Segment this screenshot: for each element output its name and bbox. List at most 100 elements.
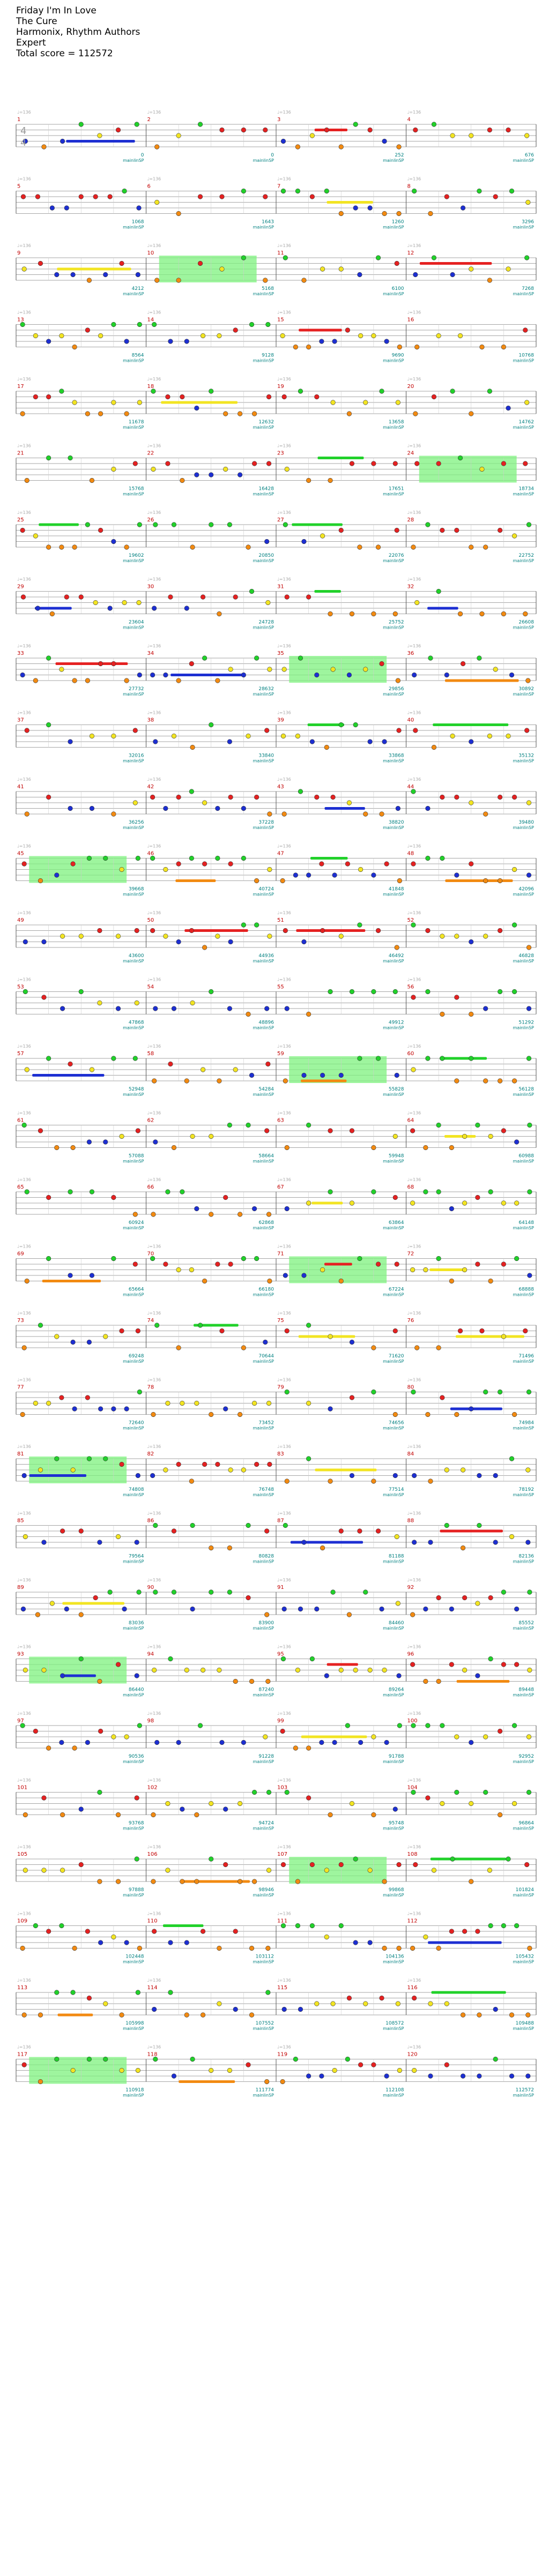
measure-row <box>16 522 537 550</box>
note-gem <box>469 1801 474 1806</box>
measure-row <box>16 1256 537 1284</box>
tempo-marker: ♩=136 <box>147 1845 161 1849</box>
note-gem <box>394 1072 399 1078</box>
tempo-marker: ♩=136 <box>147 644 161 648</box>
note-gem <box>227 1545 232 1551</box>
note-gem <box>284 1206 290 1212</box>
measure-number: 4 <box>407 117 411 123</box>
measure-score: 96864 <box>518 1821 534 1826</box>
note-gem <box>414 344 420 350</box>
sustain-bar <box>456 1680 510 1683</box>
note-gem <box>338 144 344 150</box>
measure-number: 114 <box>147 1985 158 1991</box>
measure-number: 36 <box>407 651 414 656</box>
measure-number: 49 <box>17 917 24 923</box>
sustain-bar <box>194 1324 239 1327</box>
note-gem <box>349 989 355 995</box>
measure-score: 76748 <box>258 1487 274 1492</box>
note-gem <box>319 2073 324 2079</box>
tempo-marker: ♩=136 <box>147 1311 161 1316</box>
sustain-bar <box>427 607 458 610</box>
note-gem <box>78 122 84 127</box>
note-gem <box>228 794 233 800</box>
note-gem <box>38 1323 43 1328</box>
note-gem <box>228 667 233 672</box>
measure-number: 77 <box>17 1385 24 1391</box>
note-gem <box>428 1479 433 1484</box>
measure-number: 80 <box>407 1385 414 1391</box>
sp-label: mainlinSP <box>513 1492 535 1497</box>
note-gem <box>338 527 344 533</box>
note-gem <box>194 1812 199 1818</box>
measure-number: 50 <box>147 917 154 923</box>
note-gem <box>38 260 43 266</box>
tempo-marker: ♩=136 <box>407 1111 421 1116</box>
note-gem <box>124 411 129 416</box>
note-gem <box>428 1540 433 1545</box>
note-gem <box>375 1261 381 1267</box>
note-gem <box>180 394 185 400</box>
note-gem <box>511 867 517 872</box>
sp-label: mainlinSP <box>513 1693 535 1698</box>
measure-number: 24 <box>407 451 414 457</box>
note-gem <box>425 1056 431 1061</box>
sp-label: mainlinSP <box>513 2026 535 2031</box>
note-gem <box>111 1056 116 1061</box>
sp-label: mainlinSP <box>513 158 535 163</box>
note-gem <box>511 989 517 995</box>
note-gem <box>60 1673 65 1678</box>
note-gem <box>301 1540 307 1545</box>
note-gem <box>136 205 142 211</box>
sp-label: mainlinSP <box>253 1159 274 1164</box>
tempo-marker: ♩=136 <box>277 1578 291 1582</box>
tempo-marker: ♩=136 <box>17 243 31 248</box>
note-gem <box>309 1656 315 1662</box>
note-gem <box>219 194 225 199</box>
note-gem <box>397 344 402 350</box>
note-gem <box>413 272 418 278</box>
note-gem <box>72 1945 77 1951</box>
note-gem <box>111 539 116 544</box>
tempo-marker: ♩=136 <box>277 1845 291 1849</box>
note-gem <box>246 1522 251 1528</box>
sp-label: mainlinSP <box>253 1026 274 1031</box>
note-gem <box>501 1662 506 1667</box>
note-gem <box>70 1145 76 1151</box>
note-gem <box>436 333 441 339</box>
note-gem <box>444 194 449 199</box>
note-gem <box>150 855 155 861</box>
note-gem <box>363 1589 368 1595</box>
measure-row <box>16 455 537 483</box>
note-gem <box>46 339 51 344</box>
sp-label: mainlinSP <box>513 425 535 430</box>
note-gem <box>440 1723 445 1728</box>
measure-number: 54 <box>147 984 154 990</box>
sustain-bar <box>296 929 366 932</box>
note-gem <box>135 2067 140 2073</box>
note-gem <box>68 739 73 744</box>
note-gem <box>394 527 399 533</box>
song-title: Friday I'm In Love <box>16 5 97 16</box>
note-gem <box>165 394 170 400</box>
note-gem <box>70 1990 76 1995</box>
note-gem <box>353 205 358 211</box>
note-gem <box>246 544 251 550</box>
difficulty-label: Expert <box>16 38 46 48</box>
note-gem <box>249 1072 255 1078</box>
measure-score: 58664 <box>258 1154 274 1159</box>
measure-number: 117 <box>17 2052 27 2058</box>
note-gem <box>449 1606 454 1612</box>
sp-label: mainlinSP <box>123 1893 144 1898</box>
note-gem <box>338 1862 344 1868</box>
note-gem <box>526 1056 532 1061</box>
note-gem <box>477 1522 482 1528</box>
tempo-marker: ♩=136 <box>17 2045 31 2050</box>
measure-number: 71 <box>277 1251 284 1257</box>
tempo-marker: ♩=136 <box>17 1311 31 1316</box>
note-gem <box>281 394 287 400</box>
note-gem <box>469 800 474 805</box>
note-gem <box>135 1328 140 1334</box>
note-gem <box>86 1995 92 2001</box>
sp-label: mainlinSP <box>253 959 274 964</box>
measure-score: 68888 <box>518 1287 534 1293</box>
